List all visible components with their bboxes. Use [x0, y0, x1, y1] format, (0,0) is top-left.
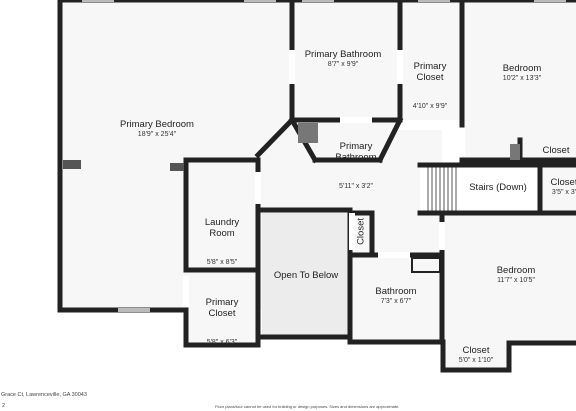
- room-name: Closet: [462, 345, 490, 356]
- room-stairs: Stairs (Down): [460, 182, 536, 194]
- room-name: Open To Below: [273, 270, 339, 281]
- room-closet-bottom: Closet 5'0" x 1'10": [446, 345, 506, 365]
- room-primary-closet-top: Primary Closet 4'10" x 9'9": [402, 44, 458, 129]
- room-dimensions: 4'10" x 9'9": [412, 102, 448, 110]
- footer-disclaimer: Floor plans/tour cannot be used for buil…: [215, 404, 400, 409]
- room-name: Closet: [550, 177, 576, 188]
- room-fills: [60, 0, 576, 369]
- room-name: Primary Bathroom: [335, 141, 377, 164]
- room-dimensions: 11'7" x 10'5": [497, 276, 535, 284]
- vent-markers: [63, 123, 520, 171]
- room-closet-right-mid: Closet 3'5" x 3': [544, 177, 576, 197]
- room-name: Bedroom: [496, 265, 536, 276]
- room-dimensions: 5'0" x 1'10": [458, 356, 494, 364]
- room-primary-bathroom-small: Primary Bathroom 5'11" x 3'2": [326, 124, 386, 209]
- room-dimensions: 10'2" x 13'3": [502, 74, 542, 82]
- room-dimensions: 5'8" x 6'3": [206, 338, 238, 346]
- stairs-graphic: [420, 165, 540, 213]
- room-primary-bedroom: Primary Bedroom 18'9" x 25'4": [112, 119, 202, 139]
- room-dimensions: 18'9" x 25'4": [137, 130, 177, 138]
- room-dimensions: 8'7" x 9'9": [327, 60, 359, 68]
- room-name: Primary Bathroom: [304, 49, 382, 60]
- room-open-to-below: Open To Below: [264, 270, 348, 282]
- windows: [82, 0, 566, 312]
- room-name: Primary Closet: [205, 297, 239, 320]
- room-laundry: Laundry Room 5'8" x 8'5": [192, 200, 252, 285]
- footer-address: Grace Ct, Lawrenceville, GA 30043: [1, 392, 87, 398]
- room-bathroom: Bathroom 7'3" x 6'7": [356, 286, 436, 306]
- room-bedroom-top: Bedroom 10'2" x 13'3": [492, 63, 552, 83]
- room-dimensions: 5'8" x 8'5": [206, 258, 238, 266]
- room-dimensions: 3'5" x 3': [551, 188, 576, 196]
- room-name: Primary Bedroom: [120, 119, 194, 130]
- room-name: Bedroom: [502, 63, 542, 74]
- room-bedroom-bottom: Bedroom 11'7" x 10'5": [476, 265, 556, 285]
- room-name: Closet: [542, 145, 570, 156]
- open-to-below-area: [262, 213, 349, 337]
- room-dimensions: 7'3" x 6'7": [380, 297, 412, 305]
- room-closet-small-vertical: Closet: [355, 209, 368, 253]
- room-primary-closet-bottom: Primary Closet 5'8" x 6'3": [192, 280, 252, 365]
- room-name: Laundry Room: [204, 217, 240, 240]
- landing-box: [411, 257, 441, 273]
- door-openings: [183, 50, 465, 306]
- room-name: Bathroom: [375, 286, 417, 297]
- footer-page-number: 2: [2, 403, 6, 409]
- room-dimensions: 5'11" x 3'2": [339, 182, 373, 190]
- room-primary-bathroom-top: Primary Bathroom 8'7" x 9'9": [298, 49, 388, 69]
- room-name: Primary Closet: [413, 61, 447, 84]
- room-closet-right-top: Closet: [528, 145, 576, 157]
- room-name: Stairs (Down): [469, 182, 527, 193]
- room-name: Closet: [355, 217, 367, 245]
